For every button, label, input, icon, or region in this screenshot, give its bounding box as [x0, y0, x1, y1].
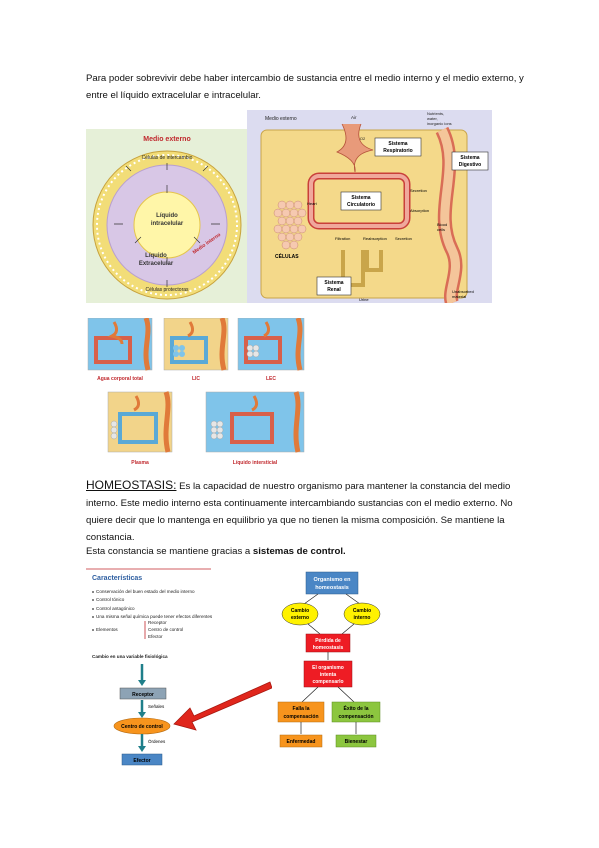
fig2-reabsorption: Reabsorption [363, 236, 387, 241]
char-element-1: Receptor [148, 620, 167, 625]
flow-comp-2: intenta [320, 672, 337, 678]
compartment-panel-1 [87, 318, 153, 371]
intro-paragraph: Para poder sobrevivir debe haber interca… [86, 73, 524, 101]
loop-effector: Efector [133, 758, 150, 764]
flow-int-2: interno [354, 615, 371, 621]
loop-receptor: Receptor [132, 692, 154, 698]
fig2-renal-2: Renal [327, 287, 341, 293]
fig-systems-diagram: Medio externo Air CO2 Nutrients, water, … [247, 110, 492, 303]
fig2-blood-1: Blood [437, 222, 447, 227]
flow-ext-2: externo [291, 615, 309, 621]
compartment-label-1: Agua corporal total [97, 376, 143, 382]
char-item-4: Una misma señal química puede tener efec… [96, 614, 213, 619]
loop-signals: Señales [148, 704, 165, 709]
fig2-unabsorbed-2: material [452, 294, 466, 299]
flow-ext-1: Cambio [291, 608, 309, 614]
flow-wellbeing: Bienestar [345, 739, 368, 745]
char-item-3: Control antagónico [96, 606, 135, 611]
fig-homeostasis-flow: Organismo en homeostasis Cambio externo … [277, 571, 381, 748]
fig1-cells-label: Células de intercambio [142, 155, 193, 161]
fig2-resp-1: Sistema [388, 141, 407, 147]
flow-comp-1: El organismo [312, 665, 344, 671]
compartment-panel-4 [107, 391, 173, 453]
control-lead: Esta constancia se mantiene gracias a [86, 546, 253, 557]
fig2-co2: CO2 [357, 136, 366, 141]
char-element-2: Centro de control [148, 627, 183, 632]
char-item-2: Control tónico [96, 597, 125, 602]
homeostasis-term: HOMEOSTASIS: [86, 478, 177, 492]
compartment-label-5: Líquido intersticial [233, 460, 278, 466]
fig-control-characteristics: Características Conservación del buen es… [86, 568, 272, 766]
homeostasis-definition: Es la capacidad de nuestro organismo par… [86, 481, 513, 543]
fig1-extra-2: Extracelular [139, 261, 174, 267]
flow-success-2: compensación [338, 714, 373, 720]
flow-fail-2: compensación [283, 714, 318, 720]
compartment-label-4: Plasma [131, 460, 149, 466]
char-title: Características [92, 575, 142, 582]
fig2-resp-2: Respiratorio [383, 148, 412, 154]
flow-loss-2: homeostasis [313, 645, 344, 651]
fig2-nutrients-1: Nutrients, [427, 111, 444, 116]
fig2-external: Medio externo [265, 116, 297, 122]
flow-success-1: Éxito de la [343, 704, 368, 712]
fig2-unabsorbed-1: Unabsorbed [452, 289, 474, 294]
fig2-absorption: Absorption [410, 208, 429, 213]
homeostasis-paragraph: HOMEOSTASIS: Es la capacidad de nuestro … [86, 477, 526, 546]
fig2-circ-2: Circulatorio [347, 202, 375, 208]
fig2-blood-2: cells [437, 227, 445, 232]
red-arrow-icon [173, 681, 272, 731]
fig2-cells: CÉLULAS [275, 252, 299, 260]
fig-compartments: Agua corporal total LIC LEC Plasma L [87, 318, 305, 466]
control-sentence: Esta constancia se mantiene gracias a si… [86, 543, 526, 560]
fig-medio-interno-diagram: Medio externo Células de intercambio Líq… [86, 129, 248, 303]
flow-comp-3: compensarlo [312, 679, 343, 685]
compartment-panel-5 [205, 391, 305, 453]
fig1-extra-1: Líquido [145, 253, 167, 259]
fig1-intra-1: Líquido [156, 213, 178, 219]
fig2-secretion2: Secretion [395, 236, 412, 241]
fig2-renal-1: Sistema [324, 280, 343, 286]
fig2-nutrients-2: water, [427, 116, 438, 121]
compartment-panel-2 [163, 318, 229, 371]
flow-loss-1: Pérdida de [315, 638, 341, 644]
compartment-label-3: LEC [266, 376, 276, 382]
loop-orders: Órdenes [148, 738, 166, 744]
fig1-title: Medio externo [143, 136, 190, 143]
fig2-air: Air [351, 115, 357, 120]
fig2-dig-1: Sistema [460, 155, 479, 161]
fig2-circ-1: Sistema [351, 195, 370, 201]
fig1-intra-2: intracelular [151, 221, 184, 227]
char-item-1: Conservación del buen estado del medio i… [96, 589, 195, 594]
loop-center: Centro de control [121, 724, 163, 730]
flow-disease: Enfermedad [287, 739, 316, 745]
flow-int-1: Cambio [353, 608, 371, 614]
flow-organism-1: Organismo en [314, 577, 352, 583]
fig2-secretion: Secretion [410, 188, 427, 193]
char-item-5: Elementos [96, 627, 118, 632]
flow-fail-1: Falla la [293, 706, 310, 712]
compartment-panel-3 [237, 318, 305, 371]
flow-organism-2: homeostasis [315, 585, 349, 591]
control-bold: sistemas de control. [252, 546, 346, 557]
fig2-filtration: Filtration [335, 236, 350, 241]
char-change: Cambio en una variable fisiológica [92, 654, 168, 659]
fig2-nutrients-3: inorganic ions [427, 121, 452, 126]
fig1-protective: Células protectoras [145, 287, 189, 293]
char-element-3: Efector [148, 634, 163, 639]
compartment-label-2: LIC [192, 376, 200, 382]
fig2-dig-2: Digestivo [459, 162, 482, 168]
fig2-urine: Urine [359, 297, 369, 302]
fig2-heart: Heart [307, 201, 318, 206]
